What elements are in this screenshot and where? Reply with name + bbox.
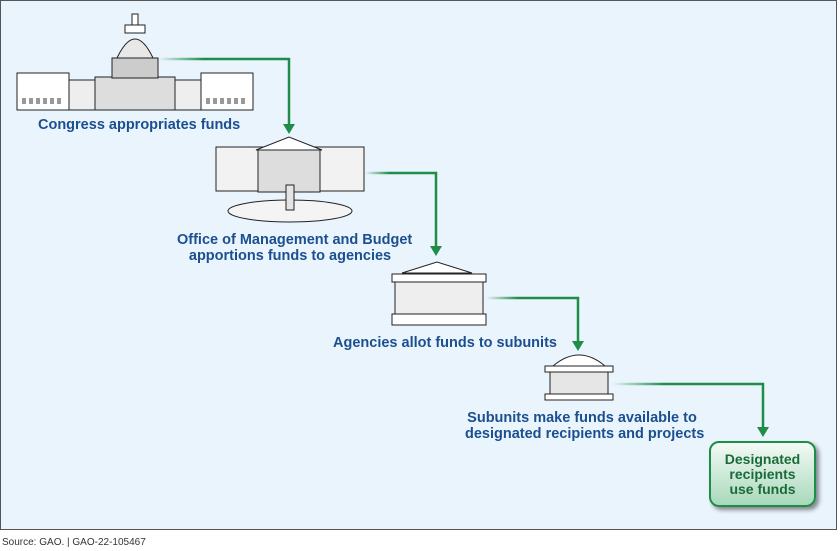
subunit-label-line1: Subunits make funds available to: [467, 410, 697, 426]
step-label-congress: Congress appropriates funds: [38, 117, 241, 133]
final-label-line3: use funds: [729, 480, 796, 497]
source-note: Source: GAO. | GAO-22-105467: [2, 537, 146, 548]
arrowhead-2: [430, 246, 442, 256]
arrowhead-3: [572, 341, 584, 351]
subunit-label-line2: designated recipients and projects: [465, 426, 705, 442]
omb-label-line2: apportions funds to agencies: [188, 248, 392, 264]
final-step-box: Designated recipients use funds: [709, 441, 816, 507]
subunit-building-icon: [544, 354, 614, 401]
arrow-2: [365, 171, 438, 248]
step-label-subunits: Subunits make funds available to designa…: [465, 410, 705, 442]
arrowhead-4: [757, 427, 769, 437]
white-house-icon: [215, 136, 365, 223]
final-label-line1: Designated: [724, 450, 801, 467]
arrowhead-1: [283, 124, 295, 134]
final-label-line2: recipients: [729, 465, 796, 482]
arrow-1: [158, 57, 291, 126]
capitol-building-icon: [16, 13, 254, 111]
arrow-4: [612, 382, 765, 428]
step-label-agencies: Agencies allot funds to subunits: [333, 335, 557, 351]
arrow-3: [486, 296, 580, 343]
omb-label-line1: Office of Management and Budget: [177, 232, 413, 248]
flow-arrows: [158, 57, 765, 428]
step-label-omb: Office of Management and Budget apportio…: [177, 232, 413, 264]
flow-diagram: [16, 13, 769, 437]
agency-building-icon: [391, 261, 487, 326]
